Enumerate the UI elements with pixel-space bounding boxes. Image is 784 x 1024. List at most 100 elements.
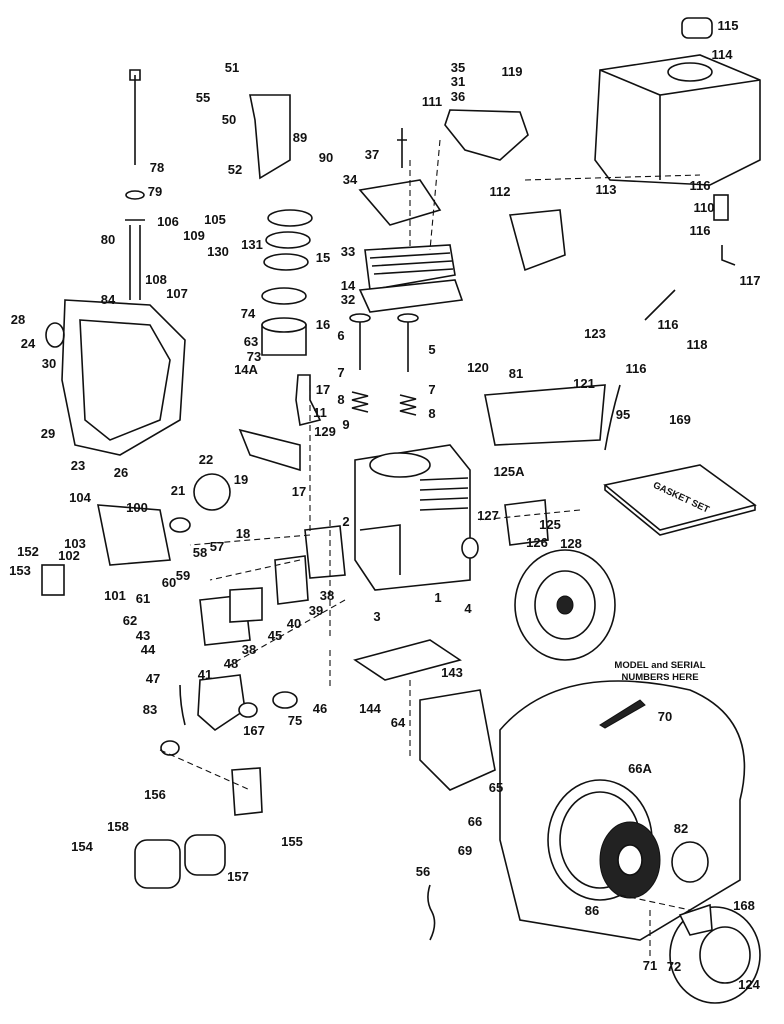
part-callout-48: 48	[224, 656, 238, 671]
muffler	[97, 504, 171, 566]
part-callout-41: 41	[198, 667, 212, 682]
part-callout-24: 24	[21, 336, 36, 351]
part-callout-61: 61	[136, 591, 150, 606]
part-callout-5: 5	[428, 342, 435, 357]
part-callout-50: 50	[222, 112, 236, 127]
air-baffle	[358, 179, 442, 226]
piston-rings	[261, 209, 313, 356]
cylinder-shield	[419, 689, 496, 791]
part-callout-130: 130	[207, 244, 229, 259]
part-callout-107: 107	[166, 286, 188, 301]
part-callout-52: 52	[228, 162, 242, 177]
tank-bracket	[444, 109, 529, 161]
part-callout-38: 38	[242, 642, 256, 657]
part-callout-105: 105	[204, 212, 226, 227]
base-plate	[353, 639, 462, 681]
part-callout-4: 4	[464, 601, 472, 616]
flywheel	[514, 549, 616, 661]
part-callout-81: 81	[509, 366, 523, 381]
part-callout-51: 51	[225, 60, 239, 75]
part-callout-6: 6	[337, 328, 344, 343]
part-callout-58: 58	[193, 545, 207, 560]
rewind-starter	[669, 903, 761, 1004]
part-callout-103: 103	[64, 536, 86, 551]
part-callout-18: 18	[236, 526, 250, 541]
fuel-line	[644, 245, 736, 321]
part-callout-80: 80	[101, 232, 115, 247]
part-callout-47: 47	[146, 671, 160, 686]
part-callout-144: 144	[359, 701, 381, 716]
part-callout-116: 116	[658, 317, 679, 332]
part-callout-8: 8	[337, 392, 344, 407]
part-callout-125: 125	[539, 517, 561, 532]
part-callout-34: 34	[343, 172, 358, 187]
part-callout-30: 30	[42, 356, 56, 371]
part-callout-29: 29	[41, 426, 55, 441]
part-callout-63: 63	[244, 334, 258, 349]
part-callout-112: 112	[490, 184, 511, 199]
crankshaft	[238, 428, 301, 472]
governor-link	[427, 884, 436, 941]
part-callout-119: 119	[502, 64, 523, 79]
part-callout-36: 36	[451, 89, 465, 104]
spark-plug	[397, 128, 407, 168]
blower-housing	[499, 680, 746, 941]
part-callout-73: 73	[247, 349, 261, 364]
part-callout-33: 33	[341, 244, 355, 259]
part-callout-90: 90	[319, 150, 333, 165]
part-callout-108: 108	[145, 272, 167, 287]
part-callout-116: 116	[626, 361, 647, 376]
gasket-set-box: GASKET SET	[603, 464, 757, 536]
part-callout-110: 110	[694, 200, 715, 215]
part-callout-75: 75	[288, 713, 302, 728]
part-callout-153: 153	[9, 563, 31, 578]
serial-note-line2: NUMBERS HERE	[621, 672, 698, 683]
part-callout-117: 117	[740, 273, 761, 288]
air-filter	[184, 834, 226, 876]
part-callout-111: 111	[422, 94, 442, 109]
ground-wire	[604, 384, 621, 451]
part-callout-84: 84	[101, 292, 116, 307]
part-callout-156: 156	[144, 787, 166, 802]
part-callout-101: 101	[104, 588, 126, 603]
connecting-rod	[295, 374, 322, 426]
part-callout-95: 95	[616, 407, 630, 422]
part-callout-106: 106	[157, 214, 179, 229]
control-bracket	[249, 94, 291, 180]
starter-cup	[671, 841, 709, 883]
part-callout-16: 16	[316, 317, 330, 332]
part-callout-60: 60	[162, 575, 176, 590]
part-callout-37: 37	[365, 147, 379, 162]
part-callout-14A: 14A	[234, 362, 258, 377]
part-callout-86: 86	[585, 903, 599, 918]
air-cleaner-base	[231, 767, 263, 816]
carburetor	[197, 674, 246, 732]
part-callout-62: 62	[123, 613, 137, 628]
part-callout-167: 167	[243, 723, 265, 738]
part-callout-32: 32	[341, 292, 355, 307]
muffler-guard	[41, 564, 65, 596]
ignition-coil	[504, 499, 549, 546]
part-callout-131: 131	[241, 237, 263, 252]
part-callout-69: 69	[458, 843, 472, 858]
part-callout-127: 127	[477, 508, 499, 523]
part-callout-7: 7	[337, 365, 344, 380]
part-callout-2: 2	[342, 514, 349, 529]
part-callout-28: 28	[11, 312, 25, 327]
dipstick-tube	[125, 219, 145, 300]
part-callout-3: 3	[373, 609, 380, 624]
valves	[359, 318, 409, 372]
part-callout-152: 152	[17, 544, 39, 559]
part-callout-7: 7	[428, 382, 435, 397]
part-callout-104: 104	[69, 490, 91, 505]
part-callout-15: 15	[316, 250, 330, 265]
part-callout-23: 23	[71, 458, 85, 473]
fuel-filter	[713, 194, 729, 221]
part-callout-113: 113	[596, 182, 617, 197]
part-callout-109: 109	[183, 228, 205, 243]
tank-shield	[508, 209, 566, 272]
part-callout-115: 115	[718, 18, 739, 33]
part-callout-118: 118	[687, 337, 708, 352]
